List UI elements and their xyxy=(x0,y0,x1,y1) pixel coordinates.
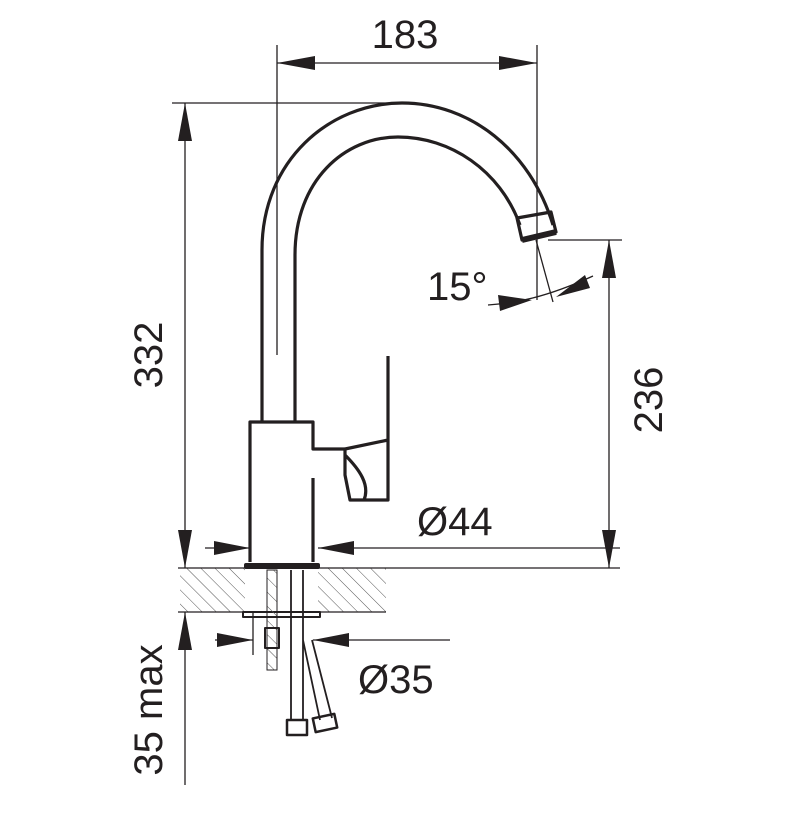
dimension-label-diameter-44: Ø44 xyxy=(417,500,493,544)
dimension-label-15-degrees: 15° xyxy=(427,265,488,309)
dimension-label-35-max: 35 max xyxy=(127,644,171,775)
dimension-label-332: 332 xyxy=(127,322,171,389)
mounting-stud xyxy=(264,569,280,671)
dimension-body-diameter: Ø44 xyxy=(205,500,620,555)
spout xyxy=(260,101,555,422)
dimension-label-183: 183 xyxy=(372,13,439,57)
dimension-total-height: 332 xyxy=(127,102,390,568)
faucet-outline xyxy=(242,45,558,737)
dimension-hole-diameter: Ø35 xyxy=(215,612,450,702)
faucet-body xyxy=(248,420,345,562)
supply-hoses xyxy=(285,570,339,737)
dimension-label-236: 236 xyxy=(627,367,671,434)
dimension-spout-angle: 15° xyxy=(427,239,594,311)
dimension-outlet-height: 236 xyxy=(548,239,671,568)
lever-handle xyxy=(343,356,390,502)
dimension-label-diameter-35: Ø35 xyxy=(358,658,434,702)
dimension-countertop-thickness: 35 max xyxy=(127,612,192,785)
countertop xyxy=(178,567,620,613)
dimension-spout-reach: 183 xyxy=(277,13,538,300)
